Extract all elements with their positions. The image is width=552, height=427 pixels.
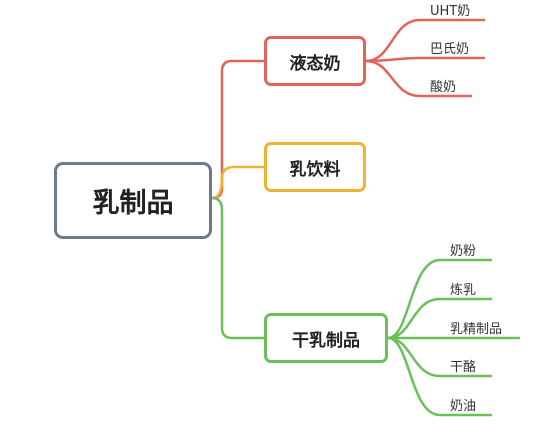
connector-root-liquid	[211, 59, 264, 200]
leaf-pasteurized-milk[interactable]: 巴氏奶	[430, 42, 470, 57]
connector-dry-condensed	[387, 297, 492, 340]
connector-dry-cream	[387, 336, 492, 417]
branch-node-liquid-milk[interactable]: 液态奶	[264, 36, 366, 86]
leaf-yogurt[interactable]: 酸奶	[430, 80, 457, 95]
branch-node-label: 干乳制品	[292, 330, 360, 351]
leaf-cream[interactable]: 奶油	[450, 399, 477, 414]
connector-liquid-uht	[365, 18, 485, 63]
leaf-milk-extract-products[interactable]: 乳精制品	[450, 322, 503, 337]
connector-dry-powder	[387, 258, 492, 340]
connector-dry-cheese	[387, 336, 492, 378]
branch-node-label: 液态奶	[289, 53, 341, 74]
connector-root-drink	[211, 165, 264, 200]
root-node-label: 乳制品	[92, 188, 174, 219]
branch-node-milk-drink[interactable]: 乳饮料	[264, 142, 366, 192]
leaf-milk-powder[interactable]: 奶粉	[450, 244, 477, 259]
connector-root-dry	[211, 196, 264, 340]
leaf-cheese[interactable]: 干酪	[450, 360, 477, 375]
branch-node-dry-dairy[interactable]: 干乳制品	[264, 313, 388, 363]
connector-liquid-yogurt	[365, 59, 472, 98]
root-node[interactable]: 乳制品	[54, 162, 212, 239]
connector-liquid-pasteurized	[365, 56, 485, 63]
branch-node-label: 乳饮料	[289, 159, 341, 180]
leaf-uht-milk[interactable]: UHT奶	[430, 4, 471, 19]
leaf-condensed-milk[interactable]: 炼乳	[450, 283, 477, 298]
